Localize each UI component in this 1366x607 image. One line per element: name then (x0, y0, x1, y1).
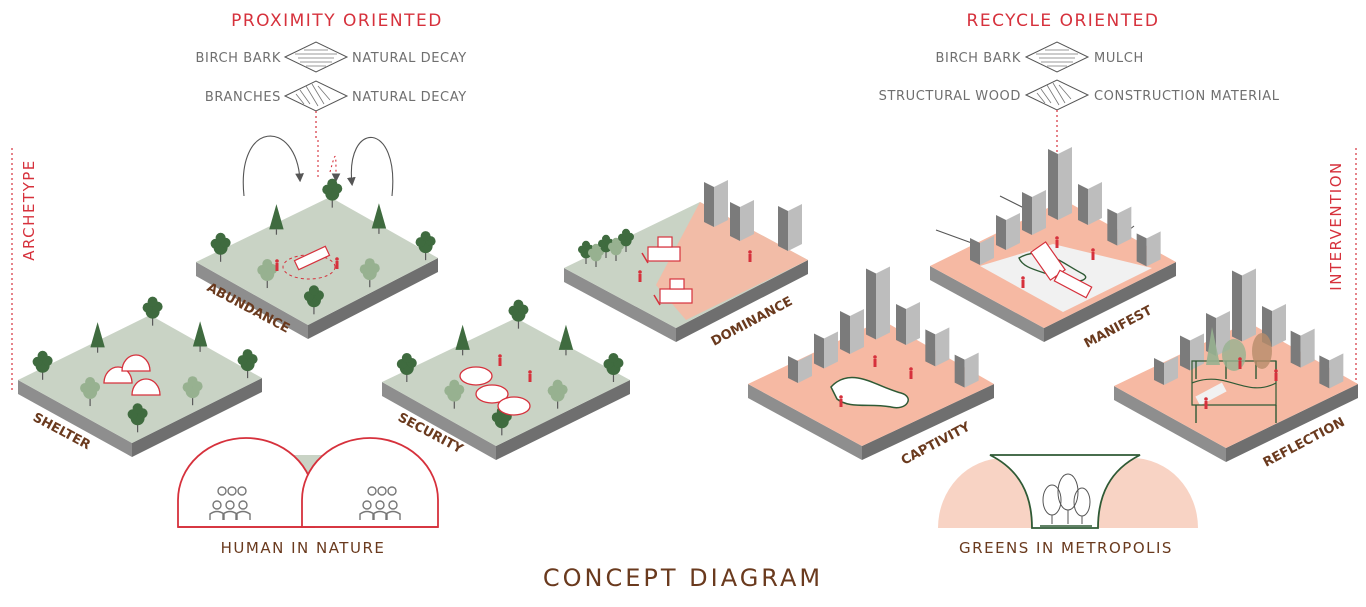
flow-arrows (242, 135, 394, 197)
material-right-1-to: MULCH (1094, 51, 1144, 66)
structural-wood-texture-icon (1024, 79, 1090, 111)
material-legend-right: BIRCH BARK MULCH STRUCTURAL WOOD CONSTRU… (879, 41, 1280, 168)
header-left: PROXIMITY ORIENTED (231, 11, 443, 31)
birch-bark-texture-icon (1024, 41, 1090, 73)
tree-cluster-icon (1042, 473, 1091, 524)
material-right-2-from: STRUCTURAL WOOD (879, 89, 1021, 104)
diagram-title: CONCEPT DIAGRAM (543, 564, 823, 592)
tile-manifest (930, 147, 1176, 342)
material-left-2-to: NATURAL DECAY (352, 90, 467, 105)
material-left-2-from: BRANCHES (205, 90, 281, 105)
birch-bark-texture-icon (283, 41, 349, 73)
material-legend-left: BIRCH BARK NATURAL DECAY BRANCHES NATURA… (196, 41, 467, 140)
summary-right-label: GREENS IN METROPOLIS (959, 539, 1173, 557)
tile-shelter (18, 296, 262, 457)
material-left-1-from: BIRCH BARK (196, 51, 282, 66)
summary-left-label: HUMAN IN NATURE (221, 539, 386, 557)
axis-left-label: ARCHETYPE (20, 159, 38, 261)
tile-dominance (564, 180, 808, 342)
tile-abundance (196, 178, 438, 339)
tile-reflection (1114, 268, 1358, 462)
axis-right: INTERVENTION (1327, 148, 1357, 392)
greens-in-metropolis-diagram: GREENS IN METROPOLIS (938, 454, 1198, 557)
material-right-1-from: BIRCH BARK (936, 51, 1022, 66)
axis-left: ARCHETYPE (11, 148, 38, 392)
tile-captivity (748, 266, 994, 460)
people-group-icon (209, 486, 251, 520)
branches-texture-icon (283, 80, 349, 112)
tile-security (382, 299, 630, 460)
human-in-nature-diagram: HUMAN IN NATURE (177, 437, 439, 557)
material-right-2-to: CONSTRUCTION MATERIAL (1094, 89, 1280, 104)
people-group-icon (359, 486, 401, 520)
axis-right-label: INTERVENTION (1327, 161, 1345, 290)
header-right: RECYCLE ORIENTED (967, 11, 1160, 31)
material-left-1-to: NATURAL DECAY (352, 51, 467, 66)
